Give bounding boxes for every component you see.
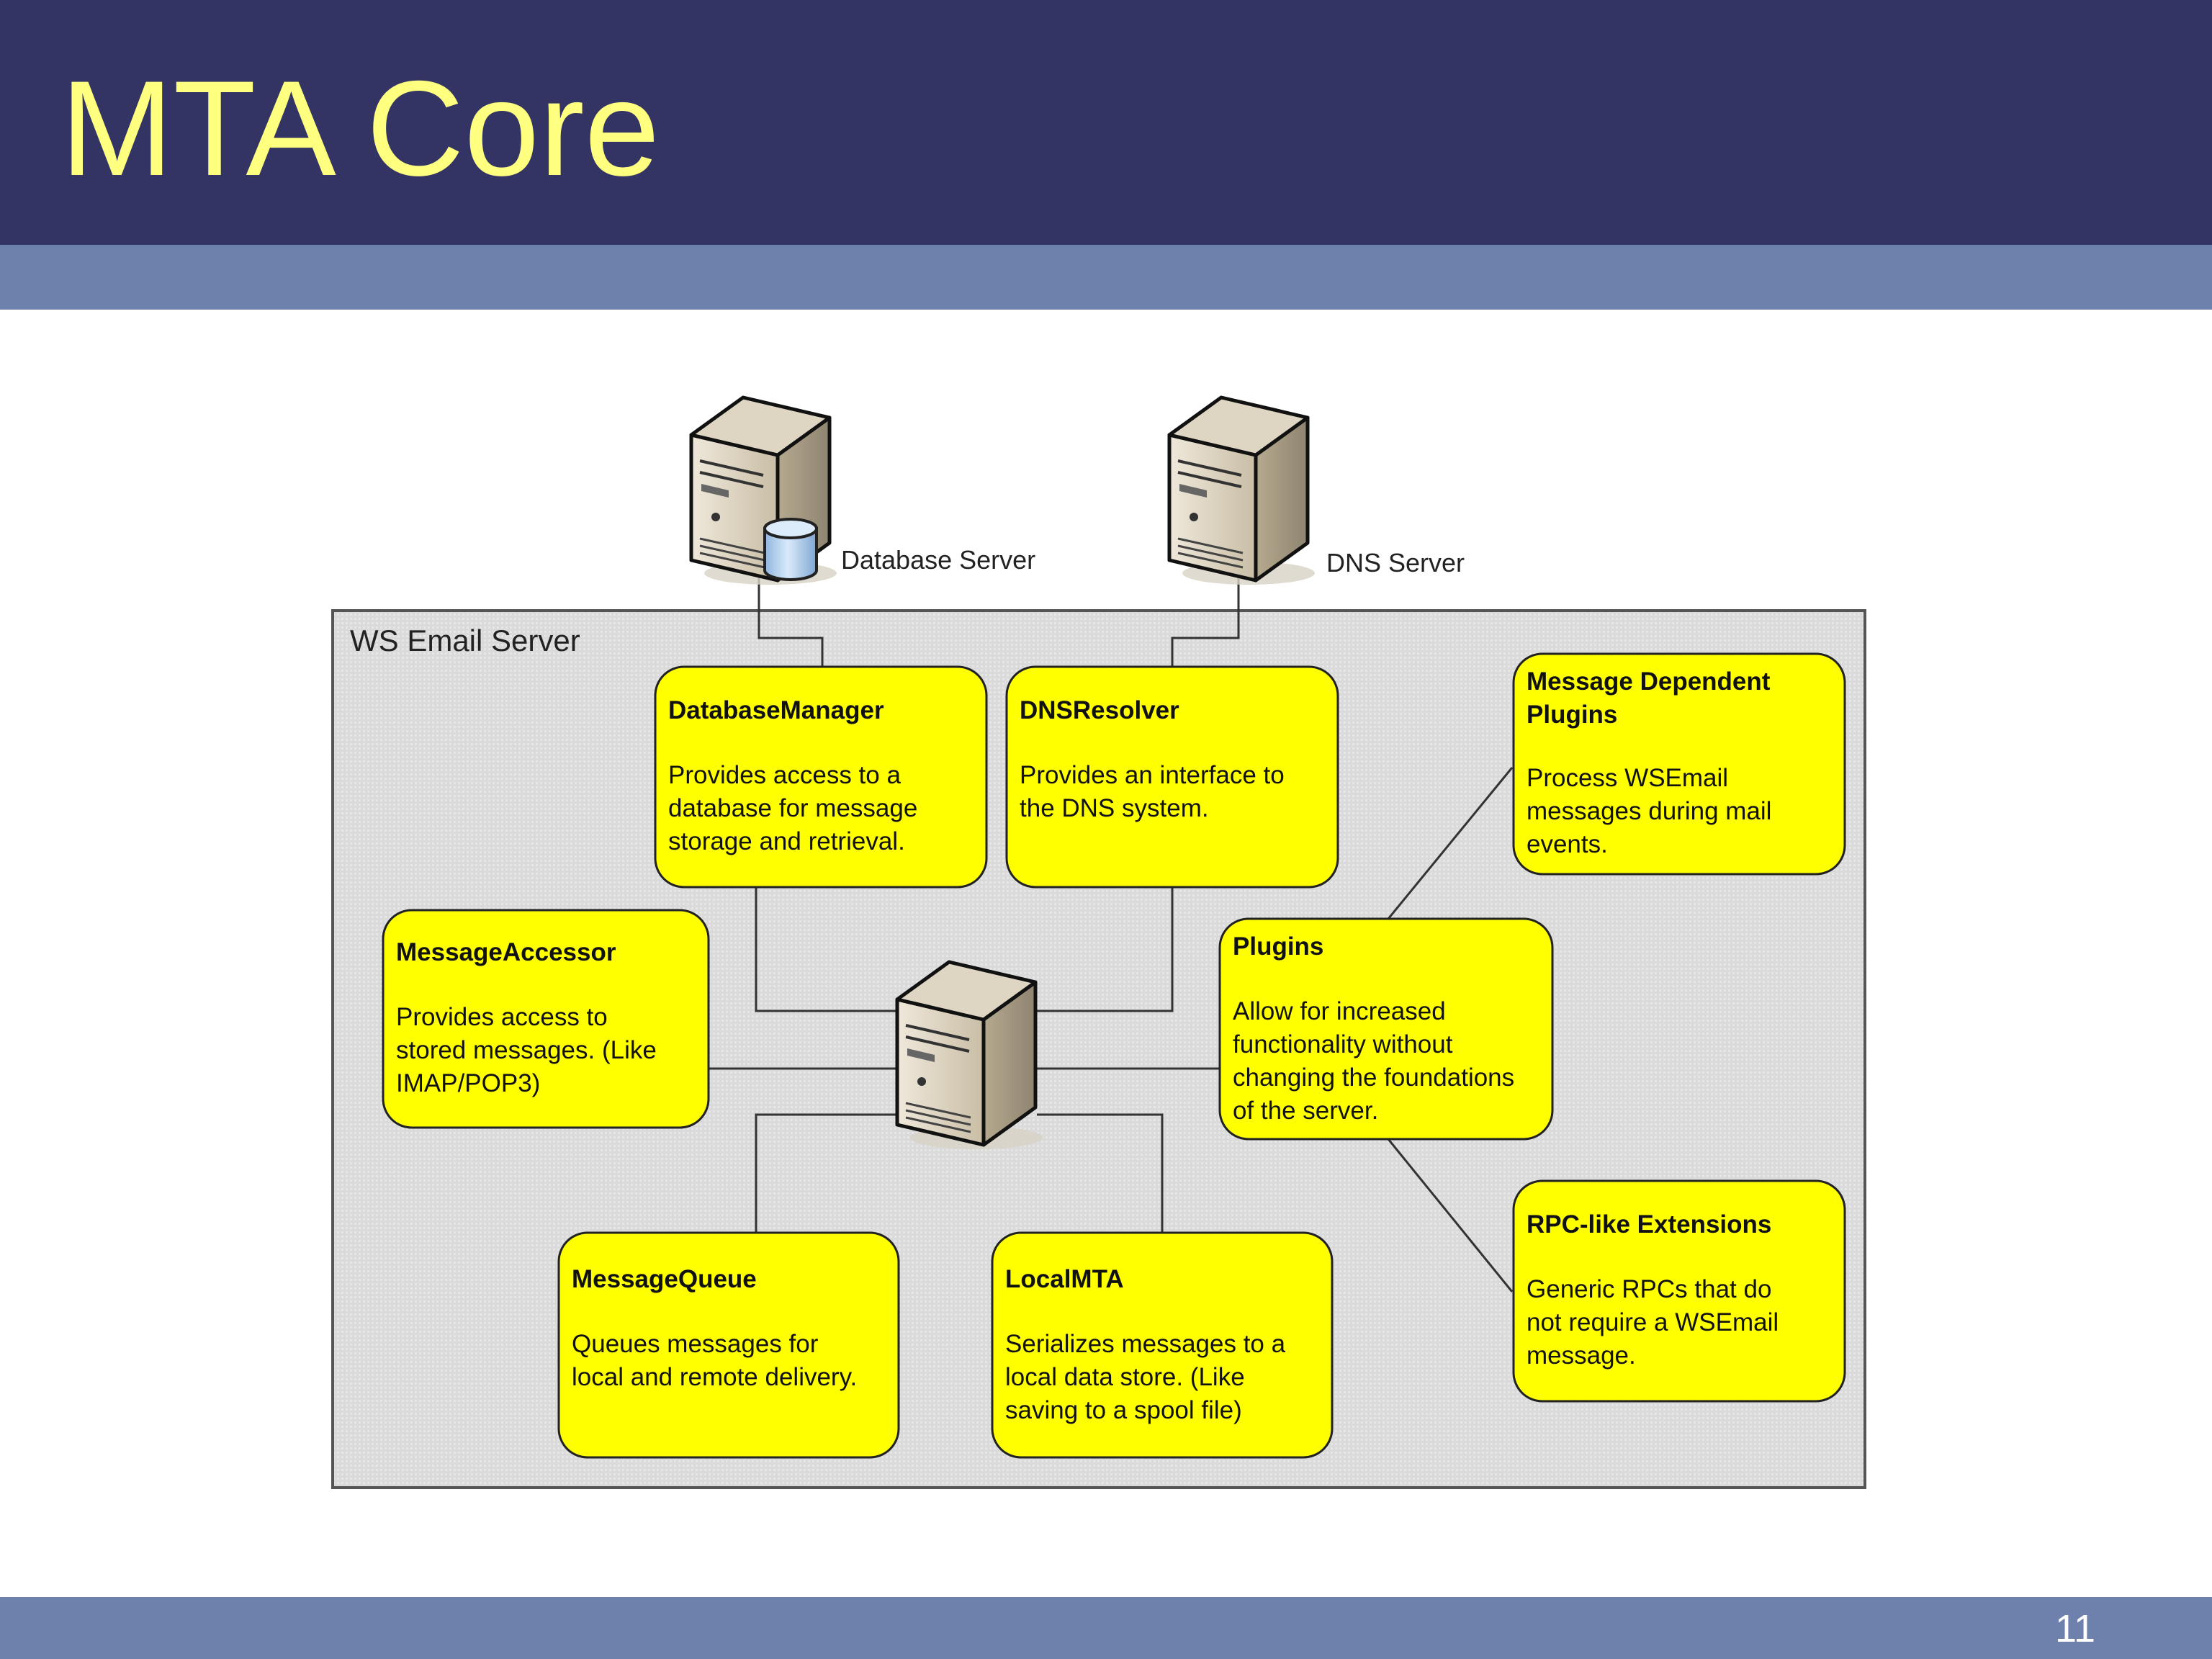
plugins-title: Plugins [1233, 932, 1323, 961]
slide-title: MTA Core [60, 53, 660, 204]
rpc-extensions-desc-1: Generic RPCs that do [1527, 1275, 1771, 1303]
database-manager-desc-1: Provides access to a [668, 761, 901, 789]
local-mta-desc-1: Serializes messages to a [1005, 1330, 1286, 1358]
message-accessor-desc-3: IMAP/POP3) [396, 1069, 540, 1097]
message-accessor-desc-1: Provides access to [396, 1003, 608, 1031]
message-accessor-desc-2: stored messages. (Like [396, 1036, 657, 1064]
dns-resolver-desc-2: the DNS system. [1020, 794, 1209, 822]
message-accessor-title: MessageAccessor [396, 938, 616, 966]
plugins-desc-1: Allow for increased [1233, 997, 1446, 1025]
local-mta-box: LocalMTA Serializes messages to a local … [991, 1231, 1334, 1459]
message-queue-desc-1: Queues messages for [572, 1330, 819, 1358]
dns-server: DNS Server [1169, 397, 1465, 585]
dns-server-label: DNS Server [1326, 548, 1465, 577]
rpc-extensions-desc-3: message. [1527, 1341, 1636, 1370]
plugins-box: Plugins Allow for increased functionalit… [1218, 917, 1554, 1141]
plugins-desc-2: functionality without [1233, 1030, 1453, 1058]
message-queue-title: MessageQueue [572, 1265, 757, 1293]
message-dependent-plugins-desc-1: Process WSEmail [1527, 764, 1728, 792]
accent-bar [0, 245, 2212, 310]
plugins-desc-3: changing the foundations [1233, 1064, 1514, 1092]
message-dependent-plugins-box: Message Dependent Plugins Process WSEmai… [1512, 652, 1846, 876]
container-label: WS Email Server [350, 624, 580, 657]
database-cylinder-icon [763, 518, 818, 581]
dns-resolver-title: DNSResolver [1020, 696, 1179, 724]
rpc-extensions-title: RPC-like Extensions [1527, 1210, 1771, 1238]
dns-server-icon [1169, 397, 1315, 585]
title-bar: MTA Core [0, 0, 2212, 245]
message-dependent-plugins-title-2: Plugins [1527, 701, 1617, 729]
message-dependent-plugins-desc-3: events. [1527, 830, 1608, 858]
rpc-extensions-box: RPC-like Extensions Generic RPCs that do… [1512, 1179, 1846, 1403]
connectors [709, 570, 1514, 1292]
database-manager-desc-3: storage and retrieval. [668, 827, 905, 855]
message-queue-box: MessageQueue Queues messages for local a… [557, 1231, 900, 1459]
message-dependent-plugins-title-1: Message Dependent [1527, 667, 1771, 696]
local-mta-title: LocalMTA [1005, 1265, 1124, 1293]
footer-bar [0, 1597, 2212, 1659]
database-manager-box: DatabaseManager Provides access to a dat… [654, 665, 988, 889]
rpc-extensions-desc-2: not require a WSEmail [1527, 1308, 1779, 1336]
page-number: 11 [2054, 1607, 2095, 1650]
dns-resolver-desc-1: Provides an interface to [1020, 761, 1285, 789]
message-accessor-box: MessageAccessor Provides access to store… [382, 909, 710, 1129]
database-server: Database Server [691, 397, 1035, 585]
message-queue-desc-2: local and remote delivery. [572, 1363, 857, 1391]
dns-resolver-box: DNSResolver Provides an interface to the… [1005, 665, 1339, 889]
local-mta-desc-3: saving to a spool file) [1005, 1396, 1242, 1424]
local-mta-desc-2: local data store. (Like [1005, 1363, 1245, 1391]
plugins-desc-4: of the server. [1233, 1097, 1378, 1125]
database-manager-desc-2: database for message [668, 794, 917, 822]
message-dependent-plugins-desc-2: messages during mail [1527, 797, 1771, 825]
database-manager-title: DatabaseManager [668, 696, 884, 724]
database-server-label: Database Server [841, 545, 1035, 575]
